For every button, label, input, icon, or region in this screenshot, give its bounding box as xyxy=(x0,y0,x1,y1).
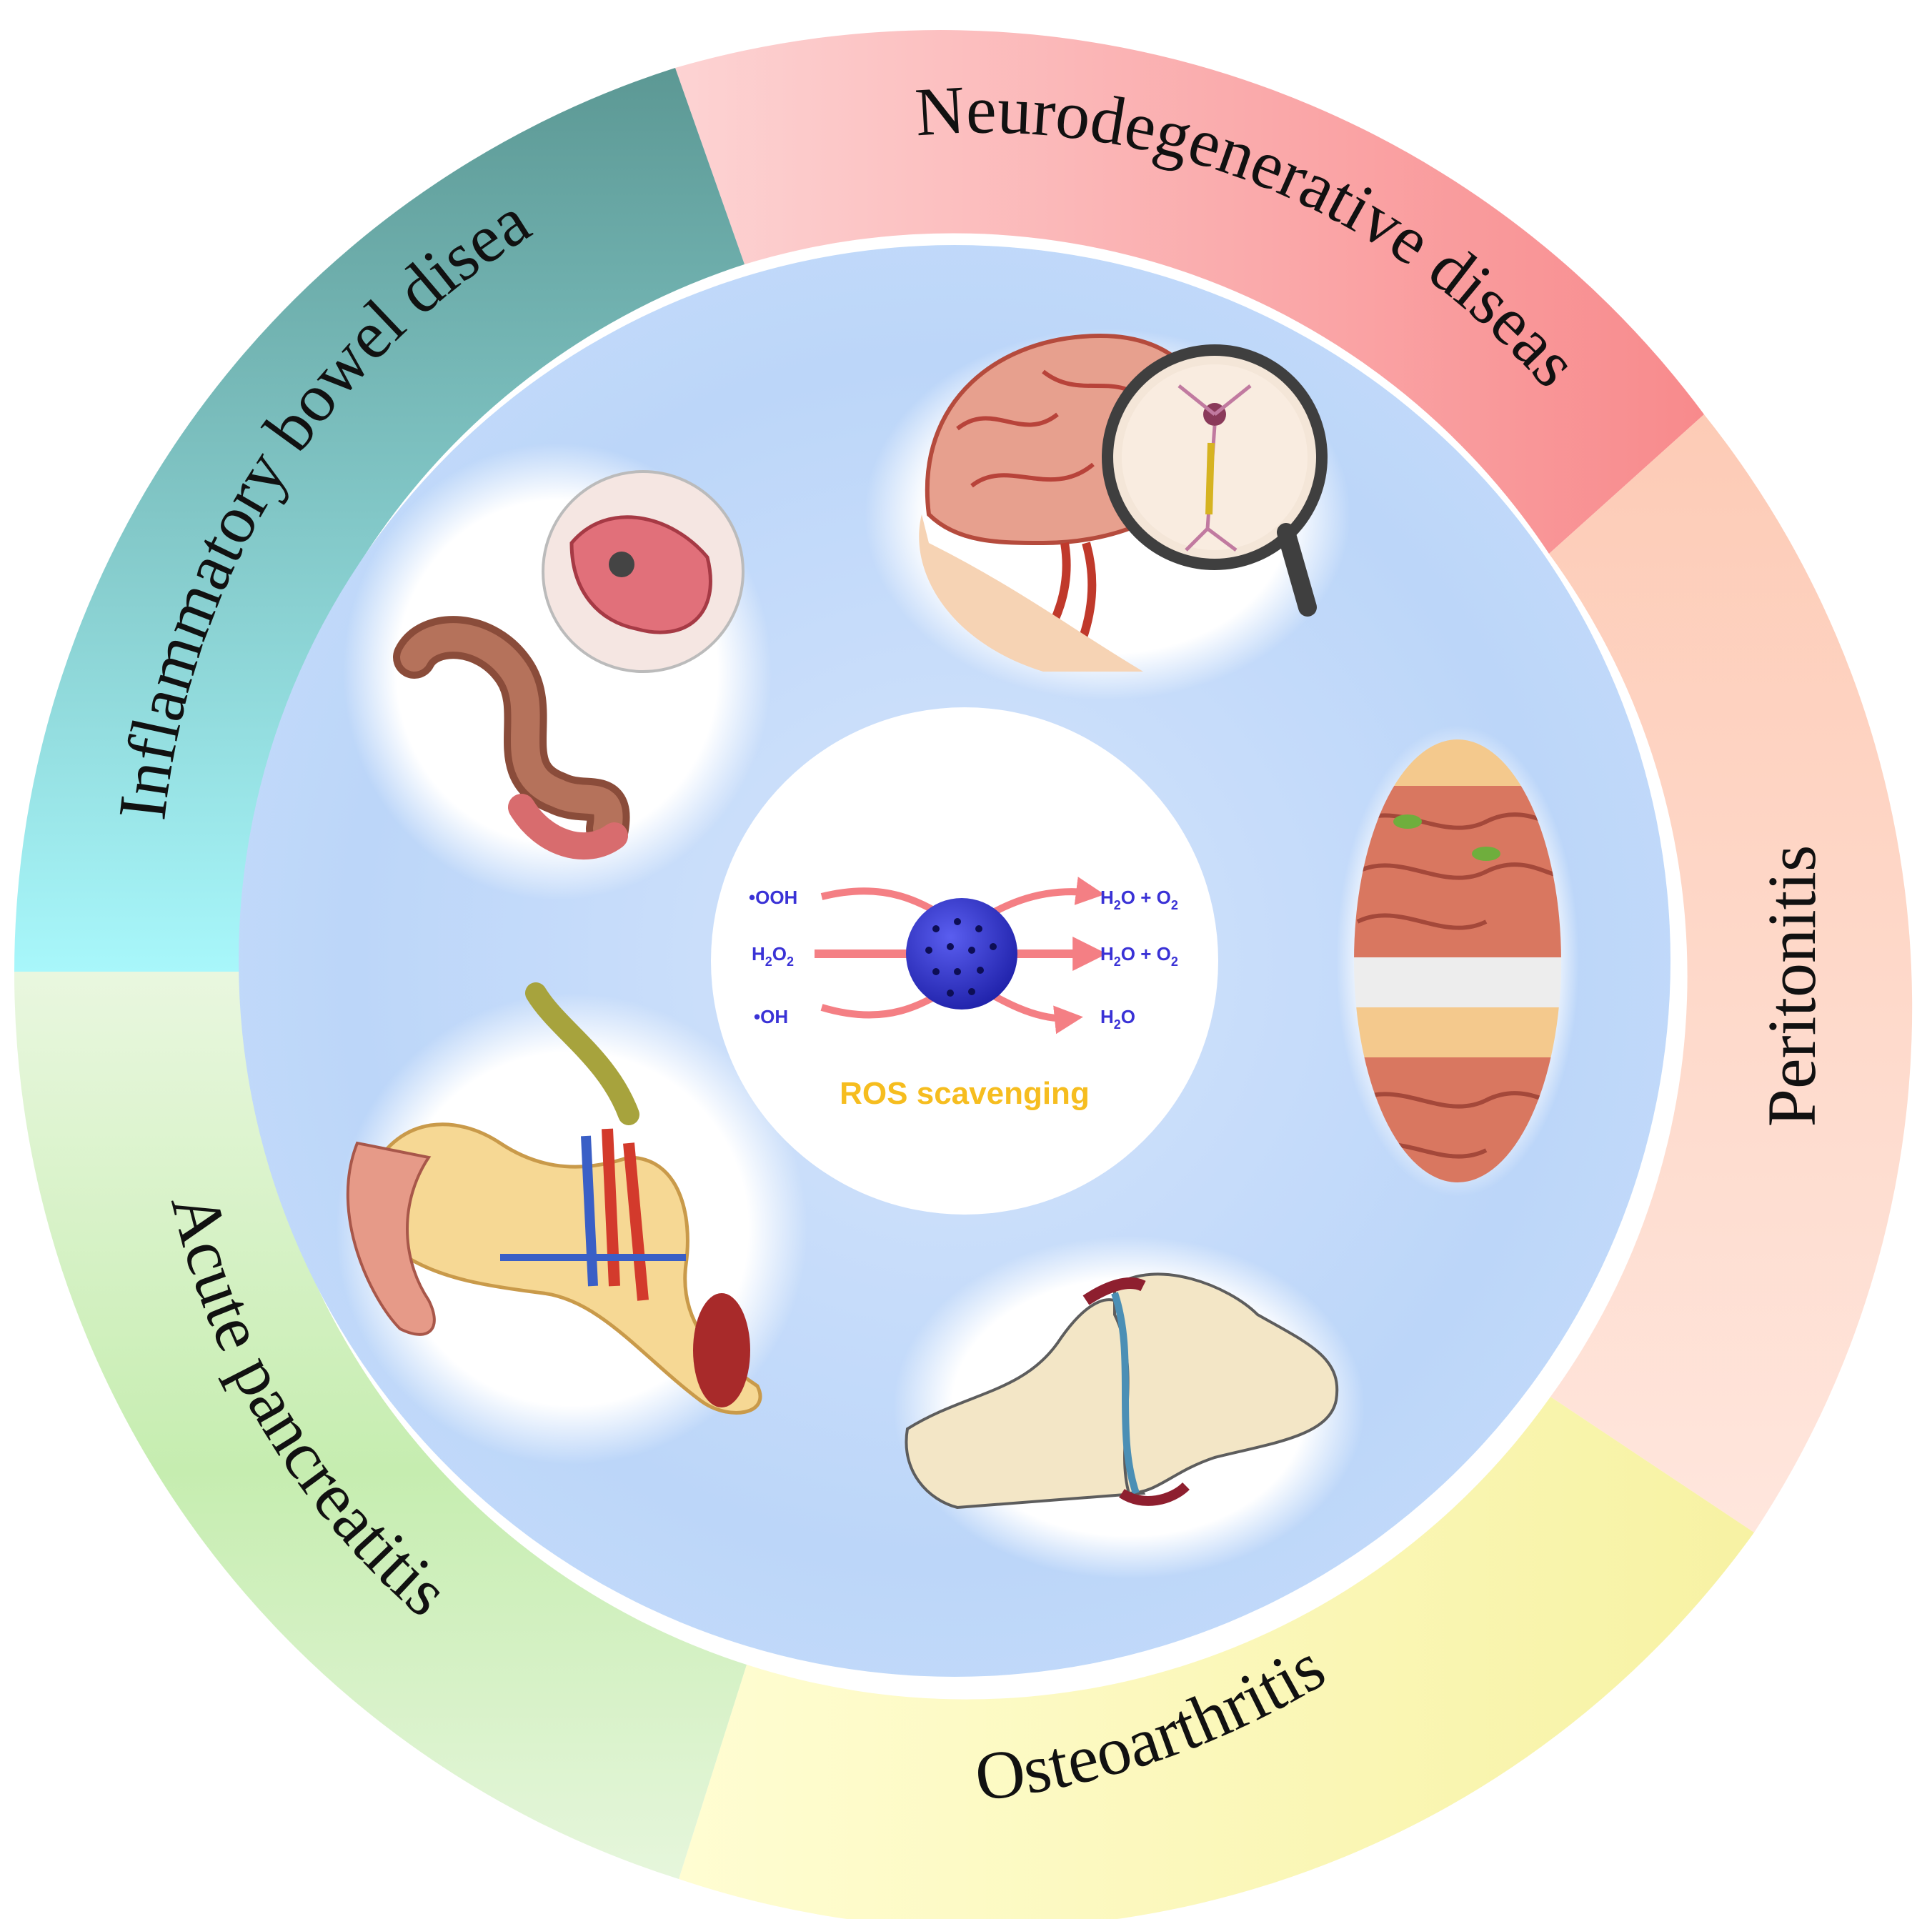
segment-pancreatitis-bg xyxy=(14,972,747,1879)
knee-joint-icon xyxy=(893,1236,1365,1579)
reactant-ooh: •OOH xyxy=(749,887,797,908)
segment-peritonitis-bg xyxy=(1549,414,1913,1532)
peritoneum-intestine-icon xyxy=(1336,725,1579,1197)
nanoparticle-pores xyxy=(925,918,997,997)
brain-magnifier-icon xyxy=(865,329,1350,700)
nanoparticle-icon xyxy=(906,898,1017,1010)
ros-scavenging-panel: •OOH H2O2 •OH H2O + O2 H2O + O2 H2O ROS … xyxy=(711,707,1218,1215)
pancreas-icon xyxy=(336,982,807,1465)
segment-oa-bg xyxy=(679,1397,1754,1919)
label-peritonitis: Peritonitis xyxy=(1753,845,1830,1127)
colon-magnified-icon xyxy=(343,443,772,900)
center-title: ROS scavenging xyxy=(840,1076,1090,1111)
outer-ring xyxy=(14,30,1913,1919)
segment-neuro-bg xyxy=(675,30,1704,554)
segment-ibd-bg xyxy=(14,68,745,972)
reactant-oh: •OH xyxy=(754,1006,788,1027)
